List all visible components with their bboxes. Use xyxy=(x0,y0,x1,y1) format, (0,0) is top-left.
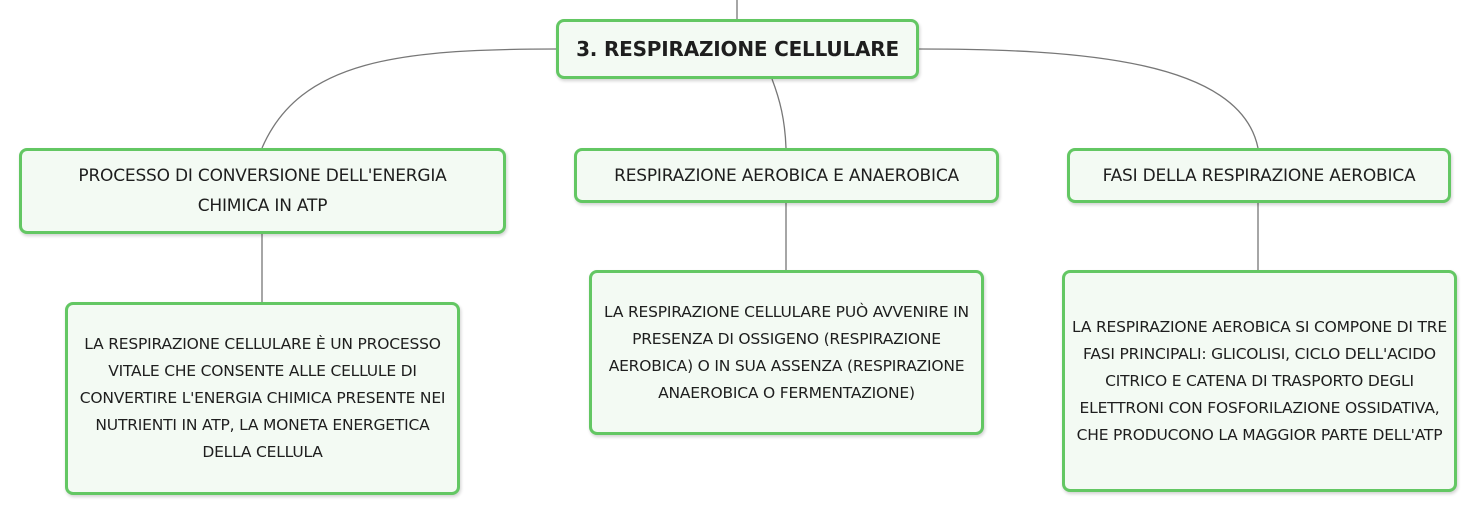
topic-title: RESPIRAZIONE AEROBICA E ANAEROBICA xyxy=(614,165,959,186)
topic-node-aerobic-anaerobic[interactable]: RESPIRAZIONE AEROBICA E ANAEROBICA xyxy=(574,148,999,203)
topic-node-phases[interactable]: FASI DELLA RESPIRAZIONE AEROBICA xyxy=(1067,148,1451,203)
detail-node-aerobic-anaerobic[interactable]: LA RESPIRAZIONE CELLULARE PUÒ AVVENIRE I… xyxy=(589,270,984,435)
connector-root-conversion xyxy=(261,48,557,149)
detail-text: LA RESPIRAZIONE CELLULARE PUÒ AVVENIRE I… xyxy=(604,302,969,402)
detail-node-conversion[interactable]: LA RESPIRAZIONE CELLULARE È UN PROCESSO … xyxy=(65,302,460,495)
root-node[interactable]: 3. RESPIRAZIONE CELLULARE xyxy=(556,19,919,79)
root-title: 3. RESPIRAZIONE CELLULARE xyxy=(576,37,899,61)
connector-root-aerobic xyxy=(771,78,787,149)
topic-title: FASI DELLA RESPIRAZIONE AEROBICA xyxy=(1102,165,1416,186)
detail-text: LA RESPIRAZIONE CELLULARE È UN PROCESSO … xyxy=(79,335,446,461)
topic-node-conversion[interactable]: PROCESSO DI CONVERSIONE DELL'ENERGIA CHI… xyxy=(19,148,506,234)
connector-root-phases xyxy=(918,48,1259,149)
detail-node-phases[interactable]: LA RESPIRAZIONE AEROBICA SI COMPONE DI T… xyxy=(1062,270,1457,492)
detail-text: LA RESPIRAZIONE AEROBICA SI COMPONE DI T… xyxy=(1072,317,1447,444)
topic-title: PROCESSO DI CONVERSIONE DELL'ENERGIA CHI… xyxy=(78,166,447,216)
